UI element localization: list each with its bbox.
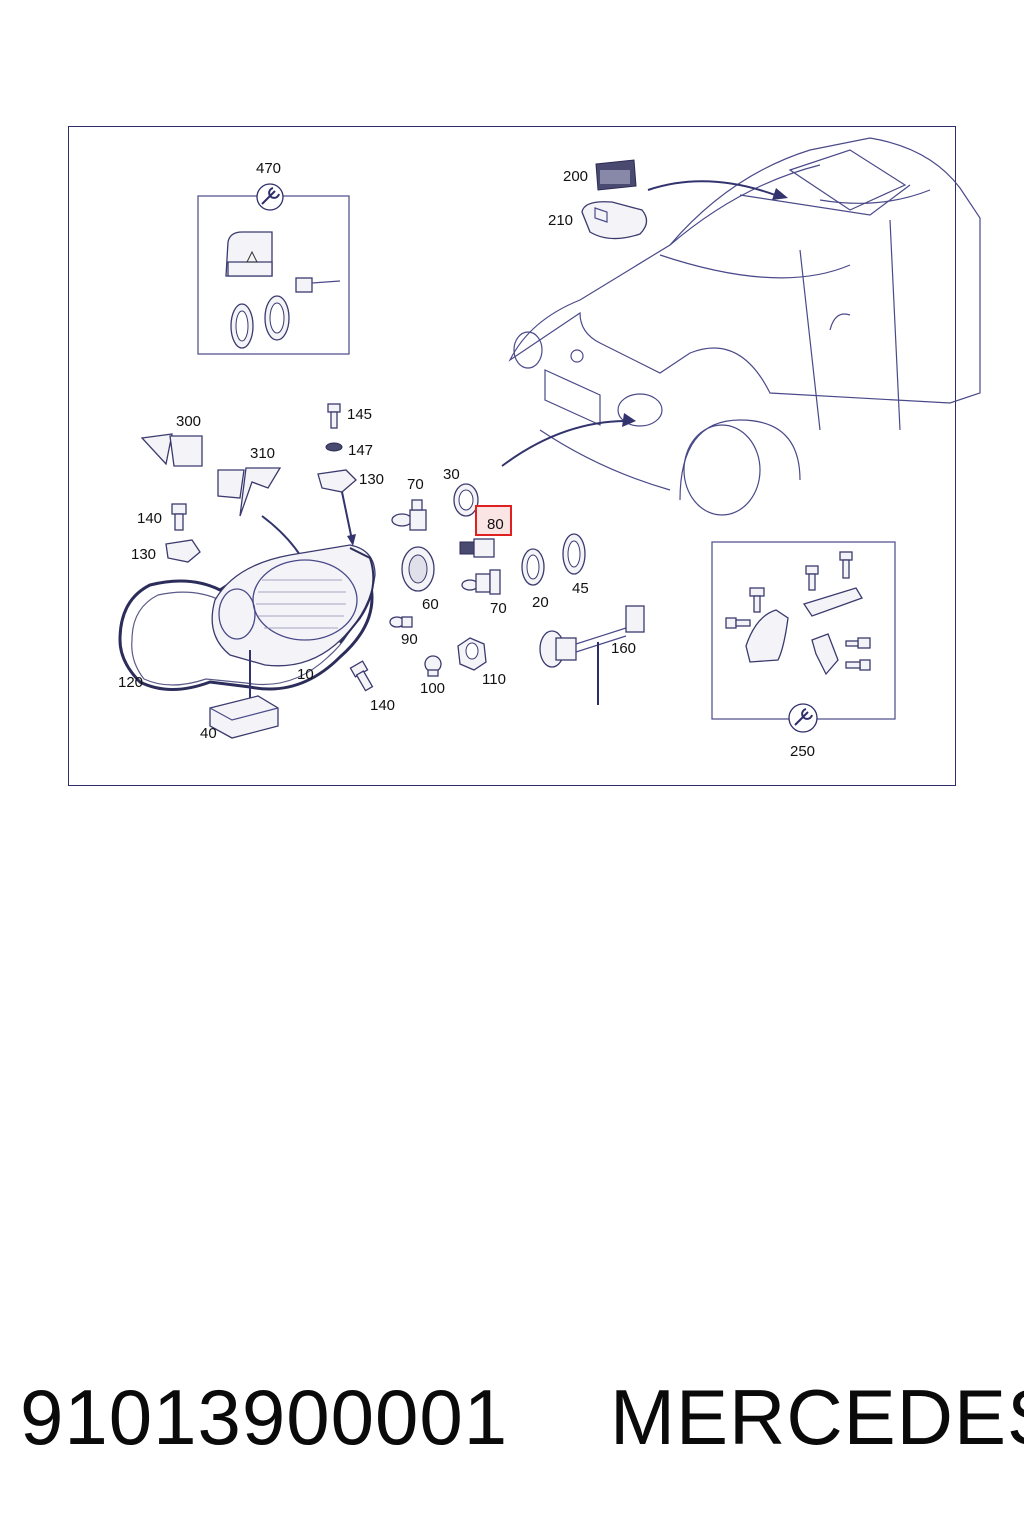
brand-label: MERCEDES (610, 1373, 1024, 1461)
part-110: 110 (457, 637, 506, 688)
part-130-left: 130 (131, 539, 201, 563)
callout-130-top: 130 (359, 471, 384, 488)
part-40: 40 (200, 695, 279, 742)
car-illustration (508, 137, 981, 516)
callout-90: 90 (401, 631, 418, 648)
callout-130-left: 130 (131, 546, 156, 563)
part-100: 100 (420, 655, 445, 697)
part-number-label: 91013900001 (20, 1373, 509, 1461)
part-60: 60 (401, 546, 439, 613)
part-300: 300 (140, 413, 203, 467)
part-160: 160 (539, 605, 645, 705)
callout-145: 145 (347, 406, 372, 423)
part-140-bottom: 140 (349, 660, 395, 714)
callout-140-bottom: 140 (370, 697, 395, 714)
callout-160: 160 (611, 640, 636, 657)
inset-470: 470 (197, 160, 350, 355)
part-200: 200 (563, 159, 637, 191)
callout-20: 20 (532, 594, 549, 611)
diagram-frame (68, 126, 956, 786)
arrow-to-roof (647, 180, 779, 197)
part-210: 210 (548, 201, 648, 240)
callout-300: 300 (176, 413, 201, 430)
part-70-bottom: 70 (461, 569, 507, 617)
part-140-left: 140 (137, 503, 187, 531)
part-80-highlighted: 80 (475, 505, 512, 536)
callout-10: 10 (297, 666, 314, 683)
arrow-to-headlight (501, 420, 628, 467)
callout-30: 30 (443, 466, 460, 483)
callout-45: 45 (572, 580, 589, 597)
part-145: 145 (327, 403, 372, 429)
callout-40: 40 (200, 725, 217, 742)
part-20: 20 (521, 548, 549, 611)
part-130-top: 130 (317, 469, 384, 493)
callout-60: 60 (422, 596, 439, 613)
part-90: 90 (389, 616, 418, 648)
part-80-bulb (459, 538, 495, 558)
callout-200: 200 (563, 168, 588, 185)
part-30: 30 (443, 466, 479, 517)
callout-80: 80 (487, 516, 504, 533)
part-147: 147 (325, 442, 373, 459)
inset-250: 250 (711, 541, 896, 760)
wrench-icon (261, 187, 280, 205)
callout-100: 100 (420, 680, 445, 697)
callout-110: 110 (482, 671, 506, 688)
callout-470: 470 (256, 160, 281, 177)
part-10-headlamp: 10 (211, 544, 376, 683)
part-70-top: 70 (391, 476, 427, 531)
callout-120: 120 (118, 674, 143, 691)
callout-70-top: 70 (407, 476, 424, 493)
callout-210: 210 (548, 212, 573, 229)
callout-140-left: 140 (137, 510, 162, 527)
part-310: 310 (217, 445, 282, 517)
callout-250: 250 (790, 743, 815, 760)
callout-147: 147 (348, 442, 373, 459)
callout-310: 310 (250, 445, 275, 462)
wrench-icon (794, 708, 813, 726)
part-45: 45 (562, 533, 589, 597)
callout-70-bottom: 70 (490, 600, 507, 617)
